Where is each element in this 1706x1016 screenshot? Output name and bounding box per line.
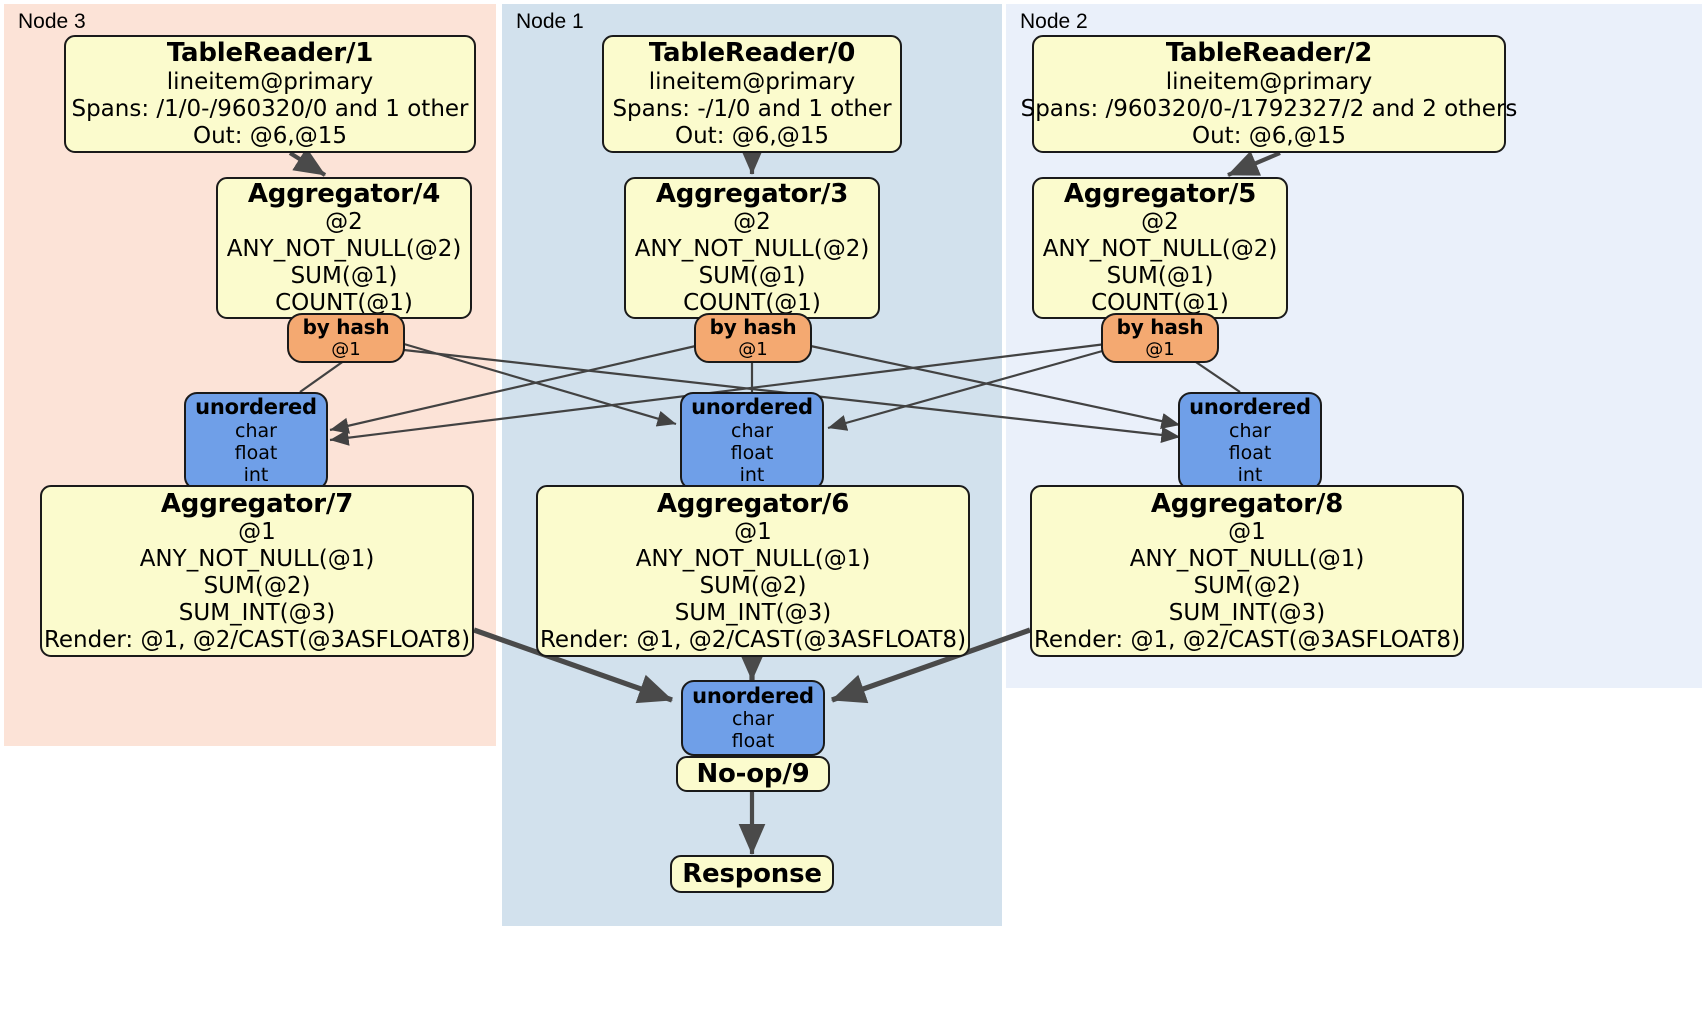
processor-line: ANY_NOT_NULL(@2) bbox=[1042, 236, 1278, 263]
processor-aggregator-5[interactable]: Aggregator/5 @2 ANY_NOT_NULL(@2) SUM(@1)… bbox=[1032, 177, 1288, 319]
processor-line: SUM(@1) bbox=[1106, 263, 1214, 290]
processor-title: Response bbox=[682, 858, 822, 889]
processor-aggregator-3[interactable]: Aggregator/3 @2 ANY_NOT_NULL(@2) SUM(@1)… bbox=[624, 177, 880, 319]
processor-line: Render: @1, @2/CAST(@3ASFLOAT8) bbox=[1033, 626, 1461, 653]
router-title: by hash bbox=[1116, 314, 1204, 339]
processor-line: ANY_NOT_NULL(@1) bbox=[1129, 545, 1365, 572]
router-title: unordered bbox=[692, 683, 814, 708]
router-line: char bbox=[732, 708, 774, 731]
router-line: char bbox=[235, 419, 277, 442]
processor-title: No-op/9 bbox=[696, 758, 810, 789]
router-by-hash-node3[interactable]: by hash @1 bbox=[287, 313, 405, 363]
processor-response[interactable]: Response bbox=[670, 855, 834, 893]
router-line: char bbox=[1229, 419, 1271, 442]
router-unordered-final[interactable]: unordered char float bbox=[681, 680, 825, 756]
processor-title: Aggregator/5 bbox=[1063, 178, 1257, 209]
processor-line: @1 bbox=[734, 518, 772, 545]
router-line: @1 bbox=[1145, 339, 1175, 361]
processor-line: SUM(@1) bbox=[290, 263, 398, 290]
router-line: float bbox=[234, 442, 278, 465]
processor-line: Render: @1, @2/CAST(@3ASFLOAT8) bbox=[539, 626, 967, 653]
processor-line: ANY_NOT_NULL(@1) bbox=[635, 545, 871, 572]
router-line: char bbox=[731, 419, 773, 442]
processor-line: @2 bbox=[1141, 209, 1179, 236]
processor-line: Out: @6,@15 bbox=[1192, 122, 1346, 149]
node-region-label-node3: Node 3 bbox=[18, 10, 86, 33]
router-title: by hash bbox=[709, 314, 797, 339]
processor-title: Aggregator/6 bbox=[656, 488, 850, 519]
processor-line: @2 bbox=[733, 209, 771, 236]
router-line: int bbox=[243, 464, 269, 487]
router-line: int bbox=[739, 464, 765, 487]
processor-line: SUM(@2) bbox=[203, 572, 311, 599]
node-region-label-node1: Node 1 bbox=[516, 10, 584, 33]
processor-no-op-9[interactable]: No-op/9 bbox=[676, 756, 830, 792]
router-line: @1 bbox=[738, 339, 768, 361]
router-line: float bbox=[1228, 442, 1272, 465]
processor-line: SUM(@2) bbox=[1193, 572, 1301, 599]
processor-line: @1 bbox=[238, 518, 276, 545]
processor-line: Spans: /1/0-/960320/0 and 1 other bbox=[71, 95, 469, 122]
processor-line: lineitem@primary bbox=[648, 68, 856, 95]
processor-line: @2 bbox=[325, 209, 363, 236]
processor-line: ANY_NOT_NULL(@2) bbox=[226, 236, 462, 263]
processor-line: SUM(@1) bbox=[698, 263, 806, 290]
processor-line: SUM_INT(@3) bbox=[1168, 599, 1326, 626]
processor-table-reader-0[interactable]: TableReader/0 lineitem@primary Spans: -/… bbox=[602, 35, 902, 153]
processor-aggregator-6[interactable]: Aggregator/6 @1 ANY_NOT_NULL(@1) SUM(@2)… bbox=[536, 485, 970, 657]
processor-aggregator-8[interactable]: Aggregator/8 @1 ANY_NOT_NULL(@1) SUM(@2)… bbox=[1030, 485, 1464, 657]
router-unordered-node1[interactable]: unordered char float int bbox=[680, 392, 824, 490]
processor-line: SUM(@2) bbox=[699, 572, 807, 599]
node-region-label-node2: Node 2 bbox=[1020, 10, 1088, 33]
processor-aggregator-4[interactable]: Aggregator/4 @2 ANY_NOT_NULL(@2) SUM(@1)… bbox=[216, 177, 472, 319]
processor-title: TableReader/0 bbox=[648, 38, 856, 69]
processor-line: Spans: /960320/0-/1792327/2 and 2 others bbox=[1020, 95, 1518, 122]
processor-line: Out: @6,@15 bbox=[193, 122, 347, 149]
processor-line: SUM_INT(@3) bbox=[178, 599, 336, 626]
processor-line: ANY_NOT_NULL(@1) bbox=[139, 545, 375, 572]
router-line: @1 bbox=[331, 339, 361, 361]
processor-line: Out: @6,@15 bbox=[675, 122, 829, 149]
router-line: int bbox=[1237, 464, 1263, 487]
processor-line: @1 bbox=[1228, 518, 1266, 545]
processor-title: TableReader/1 bbox=[166, 38, 374, 69]
processor-title: Aggregator/7 bbox=[160, 488, 354, 519]
processor-title: Aggregator/8 bbox=[1150, 488, 1344, 519]
processor-aggregator-7[interactable]: Aggregator/7 @1 ANY_NOT_NULL(@1) SUM(@2)… bbox=[40, 485, 474, 657]
processor-title: Aggregator/4 bbox=[247, 178, 441, 209]
processor-line: COUNT(@1) bbox=[275, 290, 413, 317]
processor-line: SUM_INT(@3) bbox=[674, 599, 832, 626]
processor-line: COUNT(@1) bbox=[1091, 290, 1229, 317]
router-title: unordered bbox=[691, 395, 813, 420]
processor-table-reader-1[interactable]: TableReader/1 lineitem@primary Spans: /1… bbox=[64, 35, 476, 153]
router-by-hash-node2[interactable]: by hash @1 bbox=[1101, 313, 1219, 363]
router-line: float bbox=[730, 442, 774, 465]
processor-line: Render: @1, @2/CAST(@3ASFLOAT8) bbox=[43, 626, 471, 653]
router-title: by hash bbox=[302, 314, 390, 339]
processor-line: Spans: -/1/0 and 1 other bbox=[612, 95, 892, 122]
processor-line: lineitem@primary bbox=[166, 68, 374, 95]
processor-line: ANY_NOT_NULL(@2) bbox=[634, 236, 870, 263]
router-by-hash-node1[interactable]: by hash @1 bbox=[694, 313, 812, 363]
router-unordered-node3[interactable]: unordered char float int bbox=[184, 392, 328, 490]
router-title: unordered bbox=[195, 395, 317, 420]
router-title: unordered bbox=[1189, 395, 1311, 420]
router-line: float bbox=[731, 730, 775, 753]
router-unordered-node2[interactable]: unordered char float int bbox=[1178, 392, 1322, 490]
processor-line: lineitem@primary bbox=[1165, 68, 1373, 95]
processor-line: COUNT(@1) bbox=[683, 290, 821, 317]
processor-title: Aggregator/3 bbox=[655, 178, 849, 209]
processor-table-reader-2[interactable]: TableReader/2 lineitem@primary Spans: /9… bbox=[1021, 35, 1517, 153]
processor-title: TableReader/2 bbox=[1165, 38, 1373, 69]
